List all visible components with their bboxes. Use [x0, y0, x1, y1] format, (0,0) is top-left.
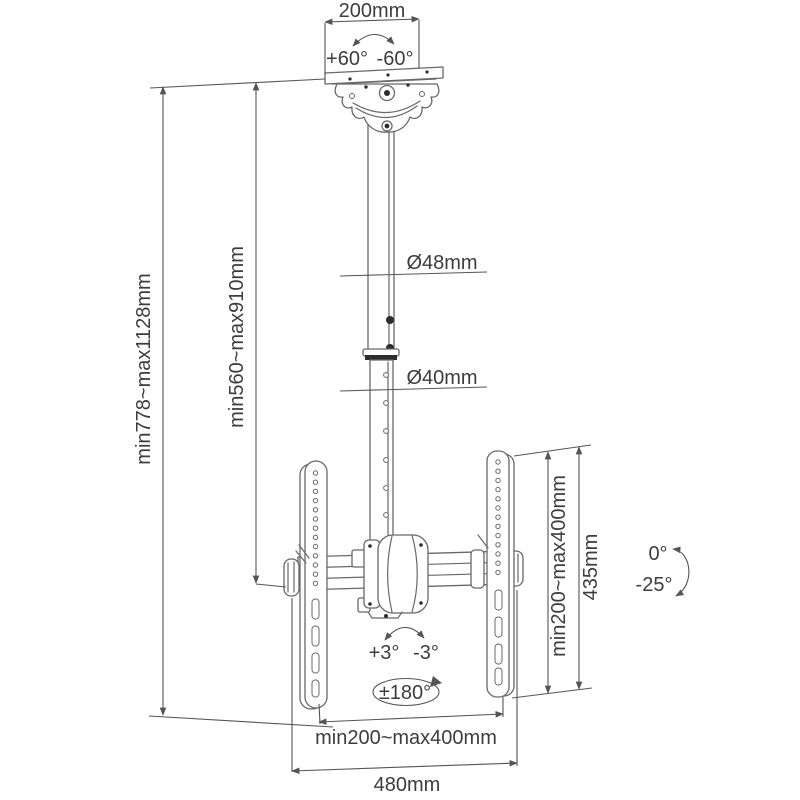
- annotation-tilt-angle: 0° -25°: [636, 543, 690, 597]
- label-level-right: -3°: [413, 642, 439, 664]
- ceiling-plate: [324, 66, 444, 85]
- crossbar-end-knob-left: [283, 558, 300, 597]
- right-vesa-rail: [470, 450, 515, 698]
- label-crossbar-width: 480mm: [374, 774, 441, 796]
- annotation-swivel-angle: +60° -60°: [326, 33, 414, 70]
- dim-crossbar-width: 480mm: [291, 590, 518, 796]
- dim-ceiling-plate-width: 200mm: [324, 0, 420, 75]
- dim-vesa-width: min200~max400mm: [315, 697, 504, 749]
- label-bracket-height: 435mm: [580, 534, 602, 601]
- label-swivel-right: -60°: [377, 48, 414, 70]
- upper-pole-diameter-text: Ø48mm: [406, 252, 477, 274]
- label-pole-height: min560~max910mm: [226, 246, 248, 428]
- rail-holes: [312, 470, 319, 587]
- rail-slots: [311, 598, 320, 698]
- pole-flange: [362, 348, 400, 360]
- label-overall-height: min778~max1128mm: [133, 273, 155, 464]
- label-vesa-width: min200~max400mm: [315, 727, 497, 749]
- center-swivel-clamp: [351, 534, 429, 619]
- label-tilt-up: 0°: [648, 543, 667, 565]
- label-upper-pole-diameter: Ø48mm: [339, 252, 488, 277]
- adjustment-knob: [386, 316, 394, 324]
- label-swivel-left: +60°: [326, 48, 368, 70]
- swivel-arc-icon: [352, 33, 395, 47]
- rotation-ellipse-icon: [372, 677, 440, 707]
- rail-holes: [495, 459, 501, 576]
- lower-pole-diameter-text: Ø40mm: [406, 367, 477, 389]
- left-vesa-rail: [295, 460, 328, 710]
- lower-pole: [369, 359, 394, 557]
- dim-pole-height: min560~max910mm: [226, 82, 287, 588]
- dim-overall-height: min778~max1128mm: [133, 78, 334, 728]
- rail-slots: [494, 589, 503, 686]
- upper-pole: [367, 119, 395, 353]
- pole-holes: [383, 372, 389, 518]
- label-tilt-down: -25°: [636, 574, 673, 596]
- label-rotation-range: ±180°: [379, 682, 431, 704]
- rotation-arrowhead: [430, 676, 442, 687]
- annotation-rotation-range: ±180°: [372, 676, 442, 707]
- label-level-left: +3°: [369, 642, 400, 664]
- ceiling-bracket: [334, 83, 440, 133]
- label-lower-pole-diameter: Ø40mm: [339, 367, 488, 392]
- label-vesa-height: min200~max400mm: [548, 475, 570, 657]
- level-arc-icon: [384, 626, 425, 641]
- dim-bracket-height: 435mm: [575, 446, 602, 690]
- annotation-level-angle: +3° -3°: [369, 626, 439, 664]
- label-ceiling-plate-width: 200mm: [339, 0, 406, 22]
- tilt-arc-icon: [672, 546, 690, 597]
